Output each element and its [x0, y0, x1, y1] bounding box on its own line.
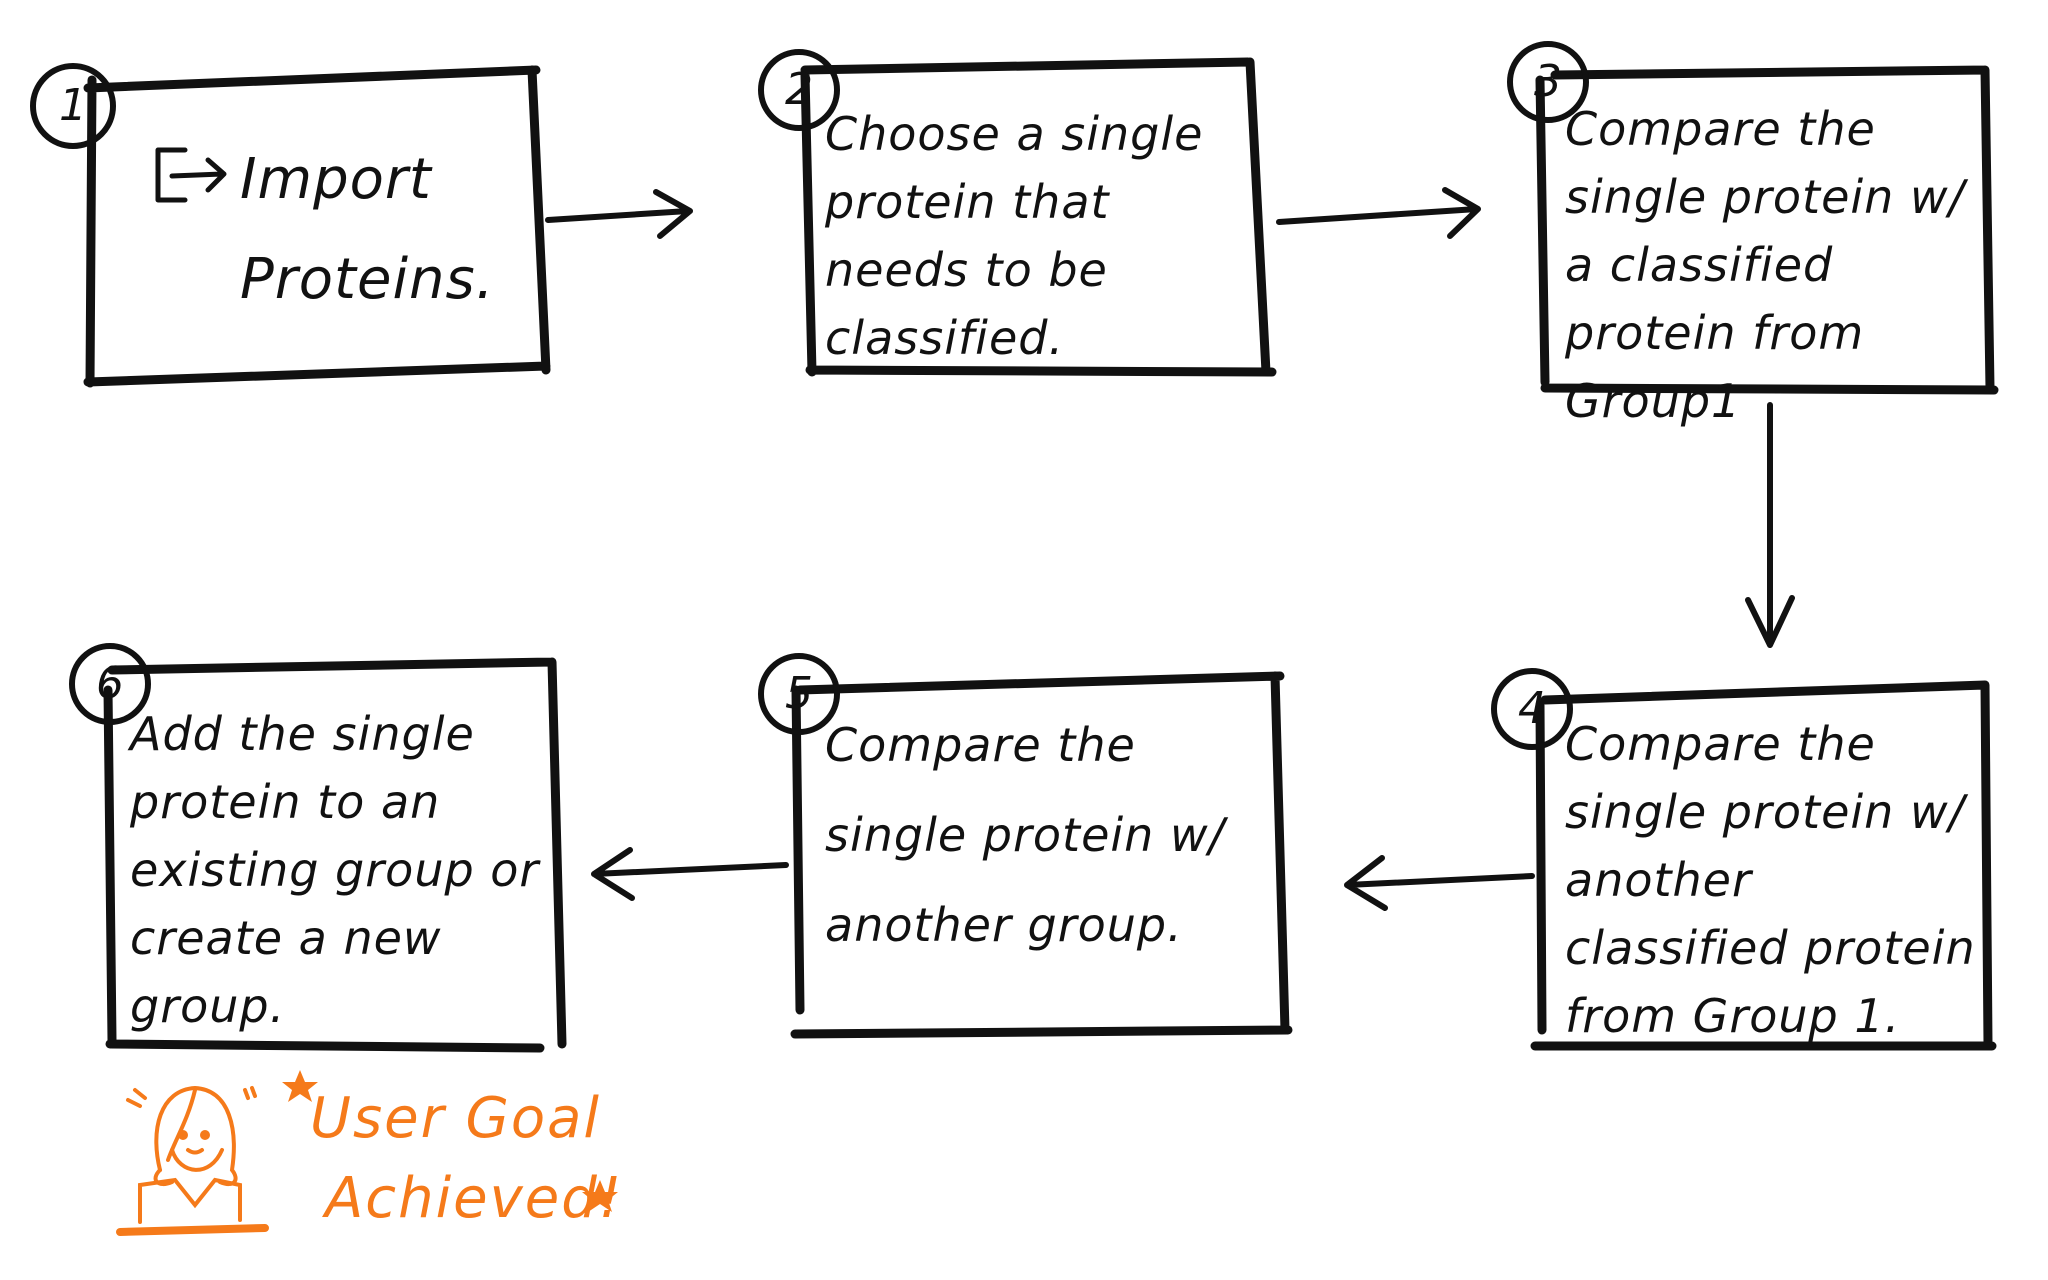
arrow-5-to-6 [591, 847, 789, 901]
step-box-5 [790, 671, 1293, 1039]
step-box-3 [1535, 65, 1999, 395]
step-number-circle-1 [30, 63, 116, 149]
step-number-3: 3 [1534, 56, 1562, 107]
step-number-6: 6 [96, 658, 124, 709]
step-text-3: Compare the single protein w/ a classifi… [1565, 102, 1966, 428]
step-box-4 [1530, 680, 1997, 1051]
step-number-2: 2 [785, 64, 813, 115]
arrow-4-to-5 [1344, 855, 1535, 911]
goal-text-line2: Achieved! [325, 1166, 624, 1231]
goal-text-line1: User Goal [310, 1086, 601, 1151]
step-text-6: Add the single protein to an existing gr… [130, 707, 540, 1033]
user-avatar-sketch [116, 1085, 269, 1236]
step-box-1 [83, 65, 551, 388]
arrow-3-to-4 [1745, 402, 1795, 648]
step-box-2 [800, 57, 1277, 377]
step-text-2: Choose a single protein that needs to be… [825, 107, 1204, 365]
step-text-5: Compare the single protein w/ another gr… [825, 718, 1226, 952]
step-number-circle-5 [758, 653, 840, 735]
step-number-1: 1 [59, 80, 87, 131]
step-text-1: Import Proteins. [240, 147, 495, 312]
step-number-circle-2 [758, 49, 840, 131]
import-icon [155, 147, 227, 203]
step-box-6 [103, 657, 567, 1053]
step-text-4: Compare the single protein w/ another cl… [1565, 717, 1976, 1043]
step-number-4: 4 [1518, 683, 1546, 734]
step-number-circle-3 [1507, 41, 1589, 123]
arrow-1-to-2 [545, 189, 693, 239]
step-number-circle-6 [69, 643, 151, 725]
arrow-2-to-3 [1276, 187, 1481, 239]
step-number-circle-4 [1491, 668, 1573, 750]
star-icon [282, 1070, 618, 1212]
step-number-5: 5 [785, 668, 813, 719]
